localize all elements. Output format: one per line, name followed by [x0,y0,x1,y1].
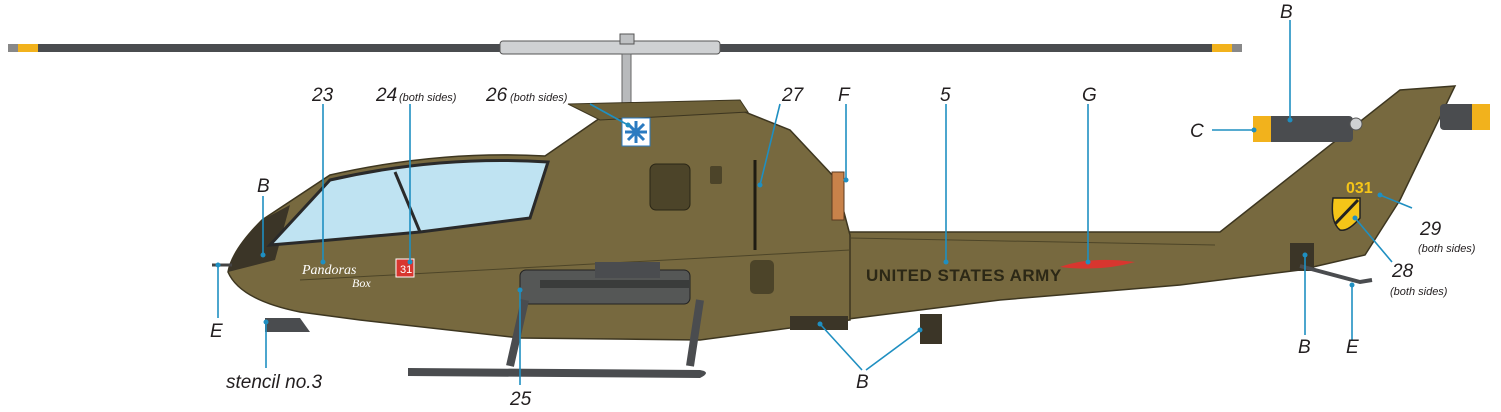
label-e-nose: E [210,321,223,342]
label-c: C [1190,121,1204,142]
main-rotor [8,33,1242,107]
snowflake-emblem-icon [621,117,651,147]
svg-text:31: 31 [400,264,412,276]
label-29-note: (both sides) [1418,243,1476,255]
fuselage-text-marking: UNITED STATES ARMY [866,266,1062,285]
label-27: 27 [781,85,805,106]
red-fin-marking [1060,259,1135,269]
callout-labels: B C 29 (both sides) 28 (both sides) B E … [210,2,1476,410]
tail-number-marking: 031 [1346,180,1373,197]
aircraft-markings: UNITED STATES ARMY 031 31 Pandoras Box [301,117,1373,290]
nose-art-line-1: Pandoras [301,263,357,278]
fuselage [227,85,1457,344]
label-e-tail: E [1346,337,1359,358]
label-25: 25 [509,389,532,410]
label-stencil: stencil no.3 [226,372,323,393]
label-g: G [1082,85,1097,106]
label-28-note: (both sides) [1390,286,1448,298]
weapons-and-gear [212,262,1373,378]
label-29: 29 [1419,219,1442,240]
label-28: 28 [1391,261,1414,282]
label-26-note: (both sides) [510,92,568,104]
leader-lines [215,20,1413,385]
label-5: 5 [940,85,951,106]
label-b-lower: B [856,372,869,393]
label-b-top: B [1280,2,1293,23]
label-26: 26 [485,85,508,106]
label-b-tail: B [1298,337,1311,358]
tail-rotor [1253,104,1490,142]
label-b-nose: B [257,176,270,197]
label-23: 23 [311,85,334,106]
label-24: 24 [375,85,397,106]
cavalry-insignia-icon [1331,197,1361,231]
label-24-note: (both sides) [399,92,457,104]
nose-art-line-2: Box [352,276,371,290]
label-f: F [838,85,851,106]
